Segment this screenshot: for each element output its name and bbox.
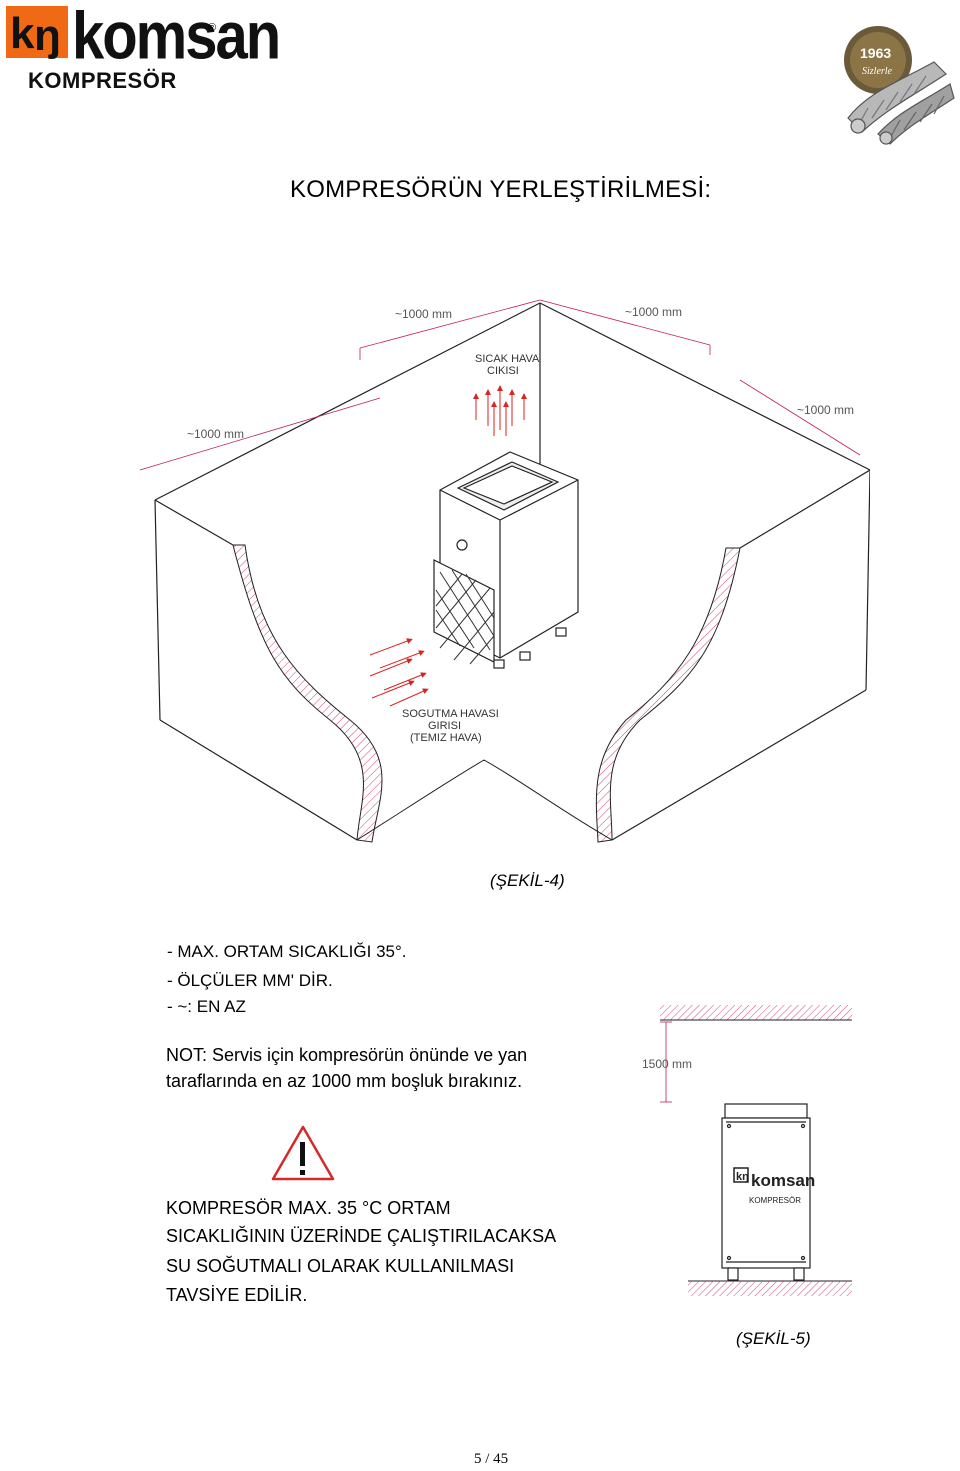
service-note-line-2: taraflarında en az 1000 mm boşluk bırakı…: [166, 1071, 523, 1091]
figure-5-caption: (ŞEKİL-5): [736, 1329, 811, 1348]
dim-1500: 1500 mm: [642, 1057, 692, 1071]
figure-4-installation-diagram: ~1000 mm ~1000 mm ~1000 mm ~1000 mm SICA…: [139, 299, 870, 843]
figure-4-caption: (ŞEKİL-4): [490, 871, 565, 890]
note-units: - ÖLÇÜLER MM' DİR.: [167, 971, 333, 990]
cool-air-label-1: SOGUTMA HAVASI: [402, 708, 499, 720]
hot-air-arrows: [473, 385, 527, 436]
warning-line-1: KOMPRESÖR MAX. 35 °C ORTAM: [166, 1198, 451, 1218]
unit-logo-text: komsan: [751, 1171, 815, 1190]
compressor-side-view: [721, 1103, 811, 1281]
dim-left: ~1000 mm: [187, 427, 244, 441]
warning-line-3: SU SOĞUTMALI OLARAK KULLANILMASI: [166, 1256, 515, 1276]
service-note-line-1: NOT: Servis için kompresörün önünde ve y…: [166, 1045, 528, 1065]
figure-5-clearance-diagram: 1500 mm kŋ komsan KOMPRESÖR: [642, 1005, 852, 1296]
compressor-unit: [433, 451, 579, 669]
dim-right: ~1000 mm: [797, 403, 854, 417]
logo-wordmark: komsan: [72, 0, 281, 74]
cooling-air-arrows: [369, 638, 429, 707]
page-number: 5 / 45: [474, 1451, 509, 1467]
cool-air-label-3: (TEMIZ HAVA): [410, 732, 482, 744]
logo-subtitle: KOMPRESÖR: [28, 68, 177, 93]
note-minimum: - ~: EN AZ: [167, 997, 246, 1016]
cool-air-label-2: GIRISI: [428, 720, 461, 732]
right-wall-hatch: [595, 547, 741, 843]
svg-text:kŋ: kŋ: [736, 1171, 749, 1183]
warning-line-2: SICAKLIĞININ ÜZERİNDE ÇALIŞTIRILACAKSA: [166, 1226, 557, 1246]
hot-air-label-1: SICAK HAVA: [475, 353, 540, 365]
warning-icon: [271, 1125, 335, 1181]
warning-line-4: TAVSİYE EDİLİR.: [166, 1285, 308, 1305]
unit-logo-sub: KOMPRESÖR: [749, 1196, 801, 1205]
page-title: KOMPRESÖRÜN YERLEŞTİRİLMESİ:: [290, 176, 712, 203]
badge-script: Sizlerle: [862, 66, 893, 77]
dim-top-left: ~1000 mm: [395, 307, 452, 321]
unit-logo: kŋ komsan KOMPRESÖR: [733, 1167, 815, 1205]
note-max-temp: - MAX. ORTAM SICAKLIĞI 35°.: [167, 942, 407, 961]
left-wall-hatch: [232, 544, 383, 843]
dim-top-right: ~1000 mm: [625, 305, 682, 319]
registered-mark: ®: [208, 22, 217, 34]
hot-air-label-2: CIKISI: [487, 365, 519, 377]
anniversary-screw-badge: 1963 Sizlerle: [844, 26, 955, 145]
badge-year: 1963: [860, 45, 891, 61]
